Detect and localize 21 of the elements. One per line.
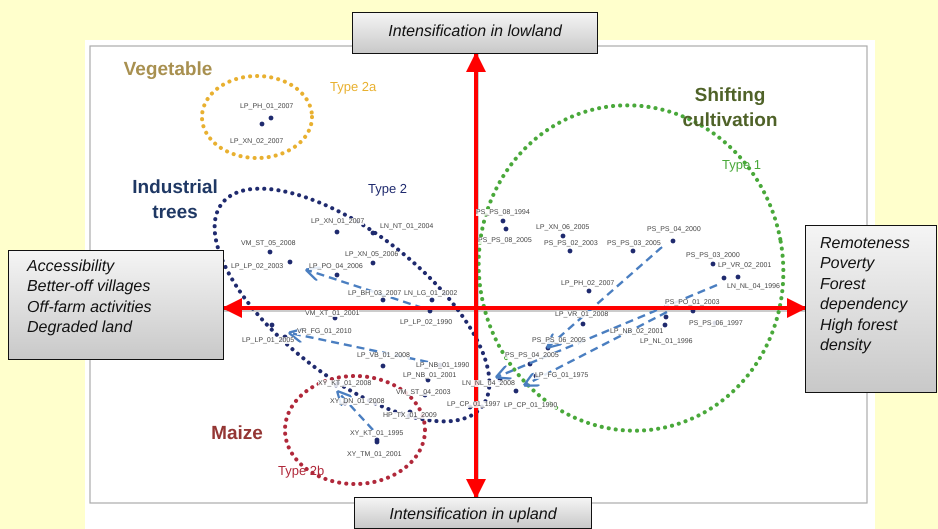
callout-text: Intensification in upland	[388, 505, 558, 525]
callout-text: Off-farm activities	[27, 298, 152, 318]
callout-box	[352, 12, 598, 54]
callout-box	[8, 250, 224, 360]
cluster-heading: Industrial trees	[131, 176, 219, 225]
cluster-label: Type 2a	[330, 80, 376, 93]
double-arrow	[466, 52, 486, 499]
callout-text: Accessibility	[27, 257, 116, 277]
cluster-heading: Vegetable	[122, 58, 214, 82]
callout-box	[805, 225, 937, 393]
callout-text: High forest density	[820, 316, 899, 356]
callout-text: Better-off villages	[27, 277, 152, 298]
cluster-label: Type 2	[368, 182, 408, 195]
double-arrow	[222, 298, 807, 318]
callout-text: Remoteness	[820, 234, 911, 254]
callout-text: Poverty	[820, 254, 876, 274]
cluster-heading: Maize	[210, 422, 264, 446]
callout-text: Degraded land	[27, 318, 134, 338]
callout-text: Intensification in lowland	[387, 22, 564, 42]
callout-text: Forest dependency	[820, 274, 909, 316]
callout-box	[354, 497, 592, 529]
